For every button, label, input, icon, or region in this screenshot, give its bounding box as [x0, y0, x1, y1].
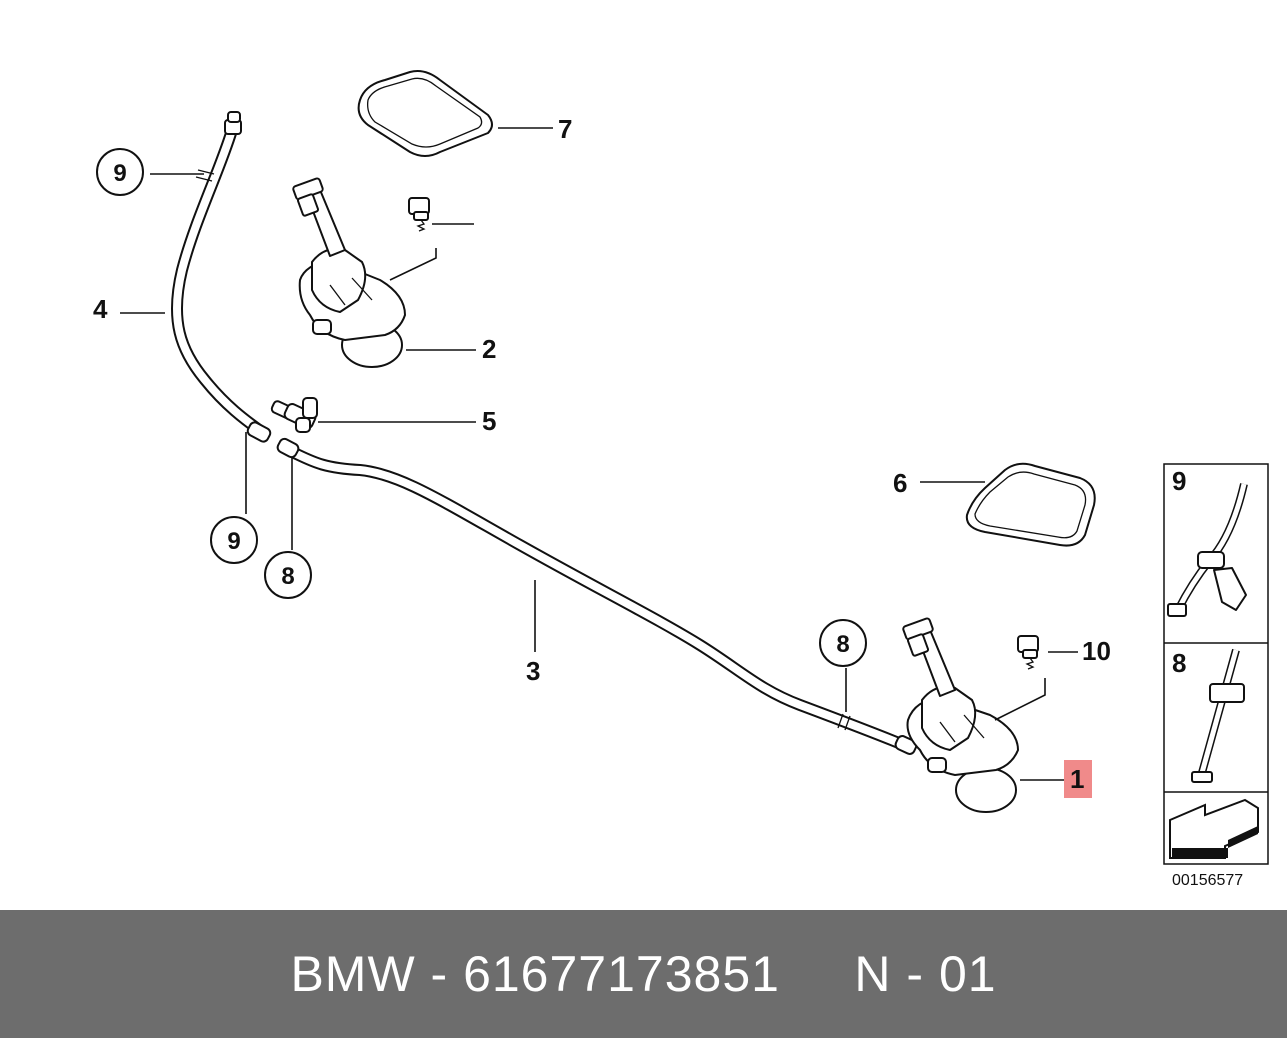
callout-5: 5: [482, 406, 496, 436]
callout-3: 3: [526, 656, 540, 686]
parts-diagram: 7 6 9 4 5 3 9 8 8: [93, 70, 1269, 889]
callout-6: 6: [893, 468, 907, 498]
legend-cable-tie-icon: [1191, 648, 1245, 783]
washer-nozzle-part-2: [292, 177, 406, 368]
cover-cap-part-7: [357, 70, 493, 157]
callout-8-left: 8: [281, 563, 294, 590]
t-connector-part-5: [270, 397, 318, 433]
callout-8-right: 8: [836, 631, 849, 658]
callout-4: 4: [93, 294, 108, 324]
legend-arrow-icon: [1169, 798, 1259, 859]
hose-nozzle-connector: [224, 111, 242, 135]
callout-7: 7: [558, 114, 572, 144]
highlight-box: [1064, 760, 1092, 798]
legend-label-9: 9: [1172, 466, 1186, 496]
screw-part-10: [1017, 635, 1039, 670]
callout-9-top: 9: [113, 160, 126, 187]
part-number-footer: BMW - 61677173851 N - 01: [0, 910, 1287, 1038]
hose-part-3: [282, 444, 912, 752]
cover-cap-part-6: [965, 462, 1096, 547]
callout-2: 2: [482, 334, 496, 364]
part-number-text: BMW - 61677173851 N - 01: [290, 946, 997, 1002]
callout-10: 10: [1082, 636, 1111, 666]
legend-hose-clip-icon: [1167, 483, 1248, 617]
callout-1: 1: [1070, 764, 1084, 794]
washer-nozzle-part-1: [902, 617, 1019, 813]
legend-label-8: 8: [1172, 648, 1186, 678]
drawing-number: 00156577: [1172, 872, 1243, 889]
screw-upper: [408, 197, 430, 232]
legend-panel: 9 8: [1163, 463, 1269, 865]
callout-9-bottom: 9: [227, 528, 240, 555]
